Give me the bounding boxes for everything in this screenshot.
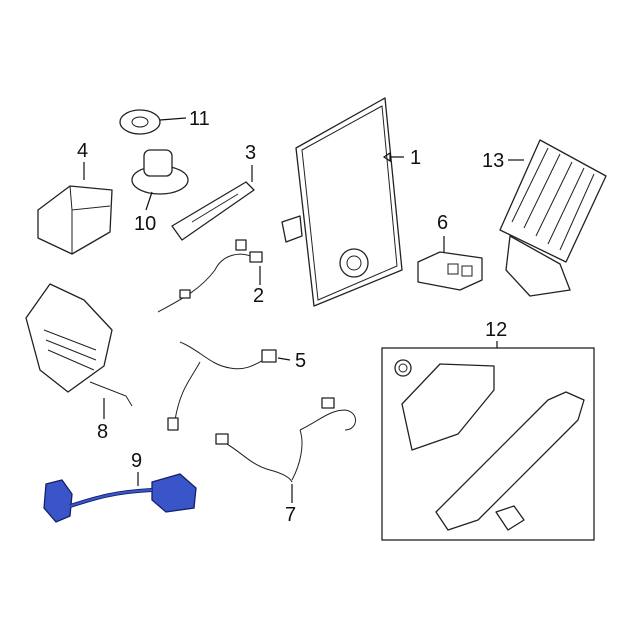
part-11-bracket[interactable] <box>119 109 161 135</box>
callout-7[interactable]: 7 <box>285 504 296 526</box>
part-6-switch[interactable] <box>417 251 483 291</box>
callout-6[interactable]: 6 <box>437 212 448 234</box>
part-2-wire-harness[interactable] <box>157 239 263 313</box>
part-7-wire-harness[interactable] <box>215 397 356 483</box>
part-10-speaker[interactable] <box>131 149 189 195</box>
part-4-module[interactable] <box>37 185 113 255</box>
part-5-wire-harness[interactable] <box>167 341 277 431</box>
part-8-bracket-module[interactable] <box>25 283 133 407</box>
callout-5[interactable]: 5 <box>295 350 306 372</box>
leader-lines <box>83 117 524 503</box>
callout-10[interactable]: 10 <box>134 213 156 235</box>
part-1-display-panel[interactable] <box>281 97 403 307</box>
callout-9[interactable]: 9 <box>131 450 142 472</box>
part-13-module[interactable] <box>499 139 607 297</box>
callout-12[interactable]: 12 <box>485 319 507 341</box>
callout-8[interactable]: 8 <box>97 421 108 443</box>
callout-1[interactable]: 1 <box>410 147 421 169</box>
callout-3[interactable]: 3 <box>245 142 256 164</box>
part-12-box <box>381 347 595 541</box>
callout-13[interactable]: 13 <box>482 150 504 172</box>
part-3-module[interactable] <box>171 181 255 241</box>
callout-11[interactable]: 11 <box>189 108 210 130</box>
callout-2[interactable]: 2 <box>253 285 264 307</box>
part-9-wire-harness-highlighted[interactable] <box>43 473 197 523</box>
callout-4[interactable]: 4 <box>77 140 88 162</box>
